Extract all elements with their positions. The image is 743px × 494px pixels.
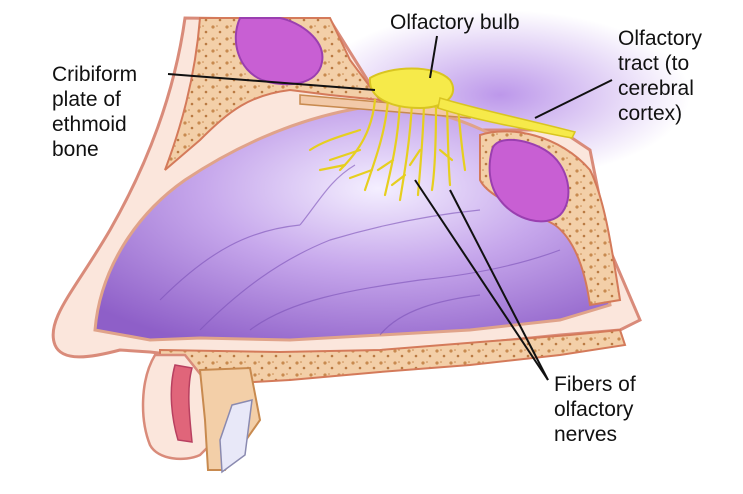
lip-muscle — [170, 364, 193, 443]
olfactory-bulb — [368, 67, 455, 110]
bulb-leader — [429, 35, 438, 79]
fibers-leader-2 — [449, 189, 549, 381]
label-olfactory-fibers: Fibers of olfactory nerves — [554, 373, 636, 446]
cribriform-leader — [167, 73, 376, 91]
incisor-tooth — [219, 399, 253, 474]
label-cribriform-plate: Cribiform plate of ethmoid bone — [52, 63, 138, 161]
frontal-sinus — [234, 17, 324, 86]
leader-lines — [167, 35, 613, 381]
sphenoid-sinus — [488, 138, 570, 223]
fibers-leader-1 — [414, 179, 549, 381]
tract-leader — [534, 79, 613, 119]
olfactory-tract — [437, 97, 577, 139]
olfactory-fibers — [308, 98, 467, 202]
label-olfactory-bulb: Olfactory bulb — [390, 11, 520, 34]
nasal-bone — [164, 17, 383, 171]
mucosa-vessels — [159, 164, 561, 336]
label-olfactory-tract: Olfactory tract (to cerebral cortex) — [618, 27, 703, 125]
